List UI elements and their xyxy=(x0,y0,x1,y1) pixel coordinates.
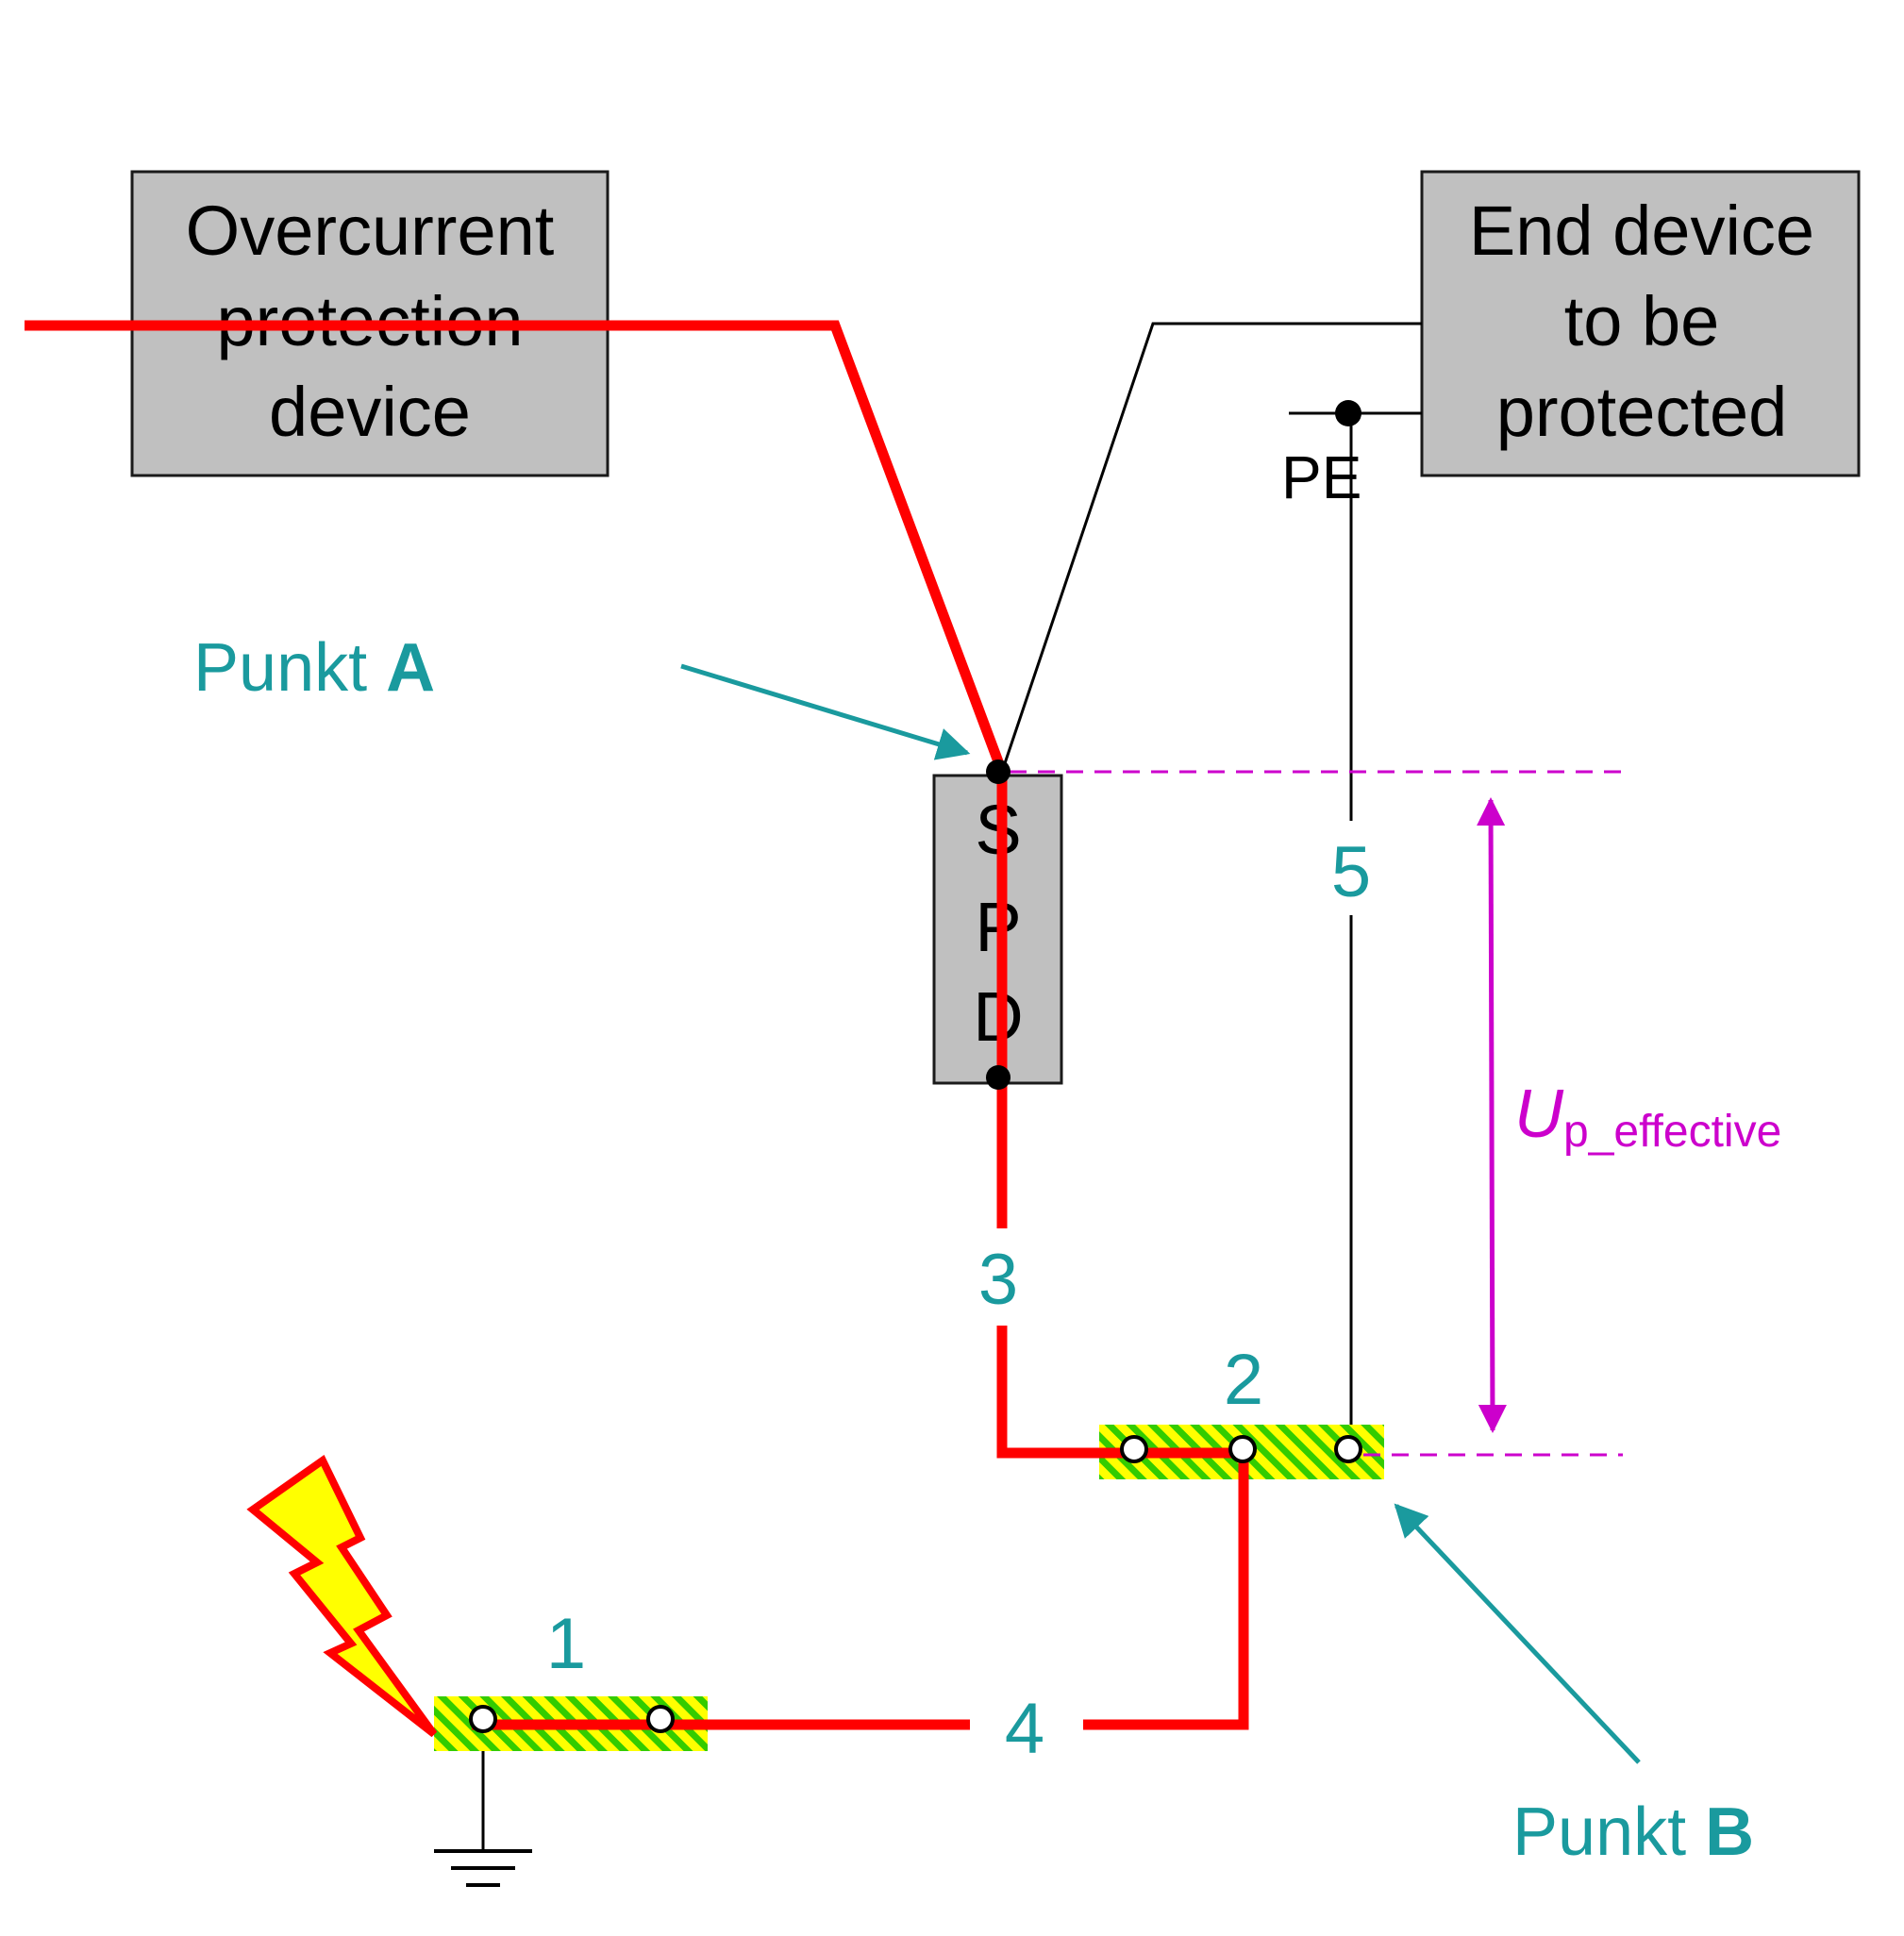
spd-bottom-terminal xyxy=(986,1065,1010,1090)
end-device-label-line3: protected xyxy=(1496,373,1788,451)
punkt-a-arrow xyxy=(680,663,971,760)
overcurrent-label-line3: device xyxy=(269,373,471,451)
punkt-a-label: Punkt A xyxy=(193,630,435,706)
bar2-terminal-1 xyxy=(1120,1435,1148,1463)
bar1-terminal-1 xyxy=(469,1705,497,1733)
pe-junction xyxy=(1335,400,1361,426)
end-device-label-line2: to be xyxy=(1564,282,1720,360)
number-label-2: 2 xyxy=(1224,1340,1263,1420)
up-effective-label: Up_effective xyxy=(1514,1076,1781,1157)
end-device: End device to be protected xyxy=(1420,170,1861,477)
end-device-box xyxy=(1420,170,1861,477)
number-label-5: 5 xyxy=(1331,832,1371,912)
surge-path-upper xyxy=(25,320,1008,1228)
punkt-a-letter: A xyxy=(386,630,435,706)
punkt-b-prefix: Punkt xyxy=(1512,1794,1705,1870)
number-label-3: 3 xyxy=(978,1240,1018,1320)
punkt-a-prefix: Punkt xyxy=(193,630,386,706)
bar1-terminal-2 xyxy=(646,1705,675,1733)
terminals xyxy=(469,400,1362,1733)
up-main: U xyxy=(1514,1076,1564,1152)
number-label-4: 4 xyxy=(1005,1689,1044,1769)
pe-label: PE xyxy=(1281,443,1361,511)
overcurrent-label-line1: Overcurrent xyxy=(186,192,555,270)
earth-ground-icon xyxy=(434,1849,532,1887)
phase-conductor-to-end-device xyxy=(1000,322,1422,773)
number-label-1: 1 xyxy=(546,1604,586,1684)
bar2-terminal-3 xyxy=(1334,1435,1362,1463)
up-subscript: p_effective xyxy=(1563,1107,1781,1157)
reference-lines xyxy=(1010,770,1623,1457)
spd-top-terminal xyxy=(986,759,1010,784)
lightning-bolt-icon xyxy=(246,1455,438,1738)
punkt-b-arrow xyxy=(1394,1503,1641,1764)
punkt-b-letter: B xyxy=(1705,1794,1754,1870)
up-effective-arrow xyxy=(1477,797,1507,1433)
conductors xyxy=(481,322,1422,1849)
end-device-label-line1: End device xyxy=(1469,192,1814,270)
bar2-terminal-2 xyxy=(1228,1435,1257,1463)
punkt-b-label: Punkt B xyxy=(1512,1794,1754,1870)
surge-path-mid xyxy=(996,1326,1249,1730)
